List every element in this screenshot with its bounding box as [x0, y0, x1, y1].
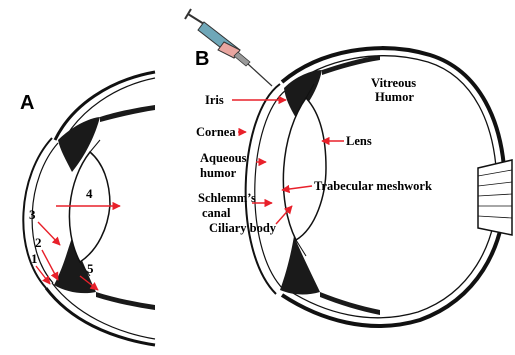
- label-schlemm-line1: Schlemm’s: [198, 191, 256, 205]
- panel-a-number-2: 2: [35, 235, 42, 250]
- panel-a-arrow-2: [42, 250, 58, 280]
- label-schlemm-line2: canal: [202, 206, 231, 220]
- panel-a-number-5: 5: [87, 261, 94, 276]
- panel-a-letter: A: [20, 92, 34, 114]
- label-lens: Lens: [346, 134, 372, 148]
- panel-a-cornea: [23, 138, 52, 288]
- panel-b-lens: [283, 98, 326, 240]
- label-iris: Iris: [205, 93, 224, 107]
- label-ciliary-body: Ciliary body: [209, 221, 277, 235]
- panel-b-letter: B: [195, 48, 209, 70]
- label-aqueous-line1: Aqueous: [200, 151, 247, 165]
- panel-a-number-3: 3: [29, 207, 36, 222]
- panel-b-optic-nerve: [478, 160, 512, 235]
- panel-b-cornea: [246, 84, 280, 294]
- panel-b-lower-iris: [280, 236, 320, 294]
- panel-a-number-1: 1: [31, 251, 38, 266]
- panel-a: A 4 3 2 1 5: [20, 72, 155, 345]
- label-trabecular-meshwork: Trabecular meshwork: [314, 179, 432, 193]
- panel-b: B: [185, 9, 512, 326]
- label-cornea: Cornea: [196, 125, 236, 139]
- label-vitreous-line1: Vitreous: [371, 76, 416, 90]
- label-aqueous-line2: humor: [200, 166, 237, 180]
- panel-a-number-4: 4: [86, 186, 93, 201]
- label-vitreous-line2: Humor: [375, 90, 414, 104]
- panel-a-lens: [69, 152, 110, 262]
